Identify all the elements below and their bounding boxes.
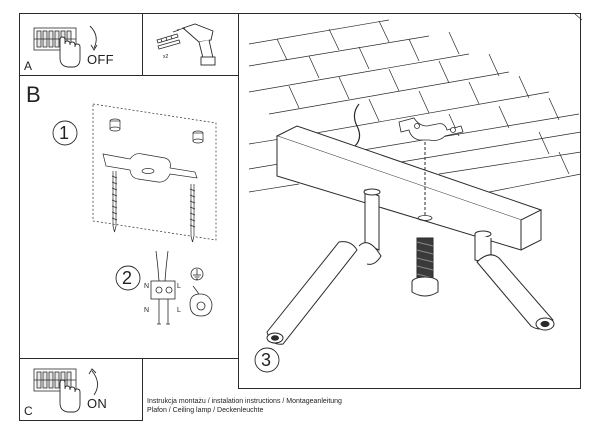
step-3-number: 3	[261, 350, 272, 370]
live-label-bottom: L	[177, 307, 181, 314]
panel-b-letter: B	[26, 82, 41, 107]
ceiling-screw-icon	[417, 215, 433, 221]
bracket-icon	[398, 117, 464, 141]
ground-terminal-icon	[189, 285, 213, 317]
panel-c-letter: C	[24, 404, 33, 418]
ground-icon	[190, 267, 204, 281]
step-1-number: 1	[59, 123, 70, 143]
neutral-label-top: N	[144, 283, 149, 290]
panel-a-letter: A	[24, 59, 33, 73]
hand-icon	[59, 36, 81, 68]
spot-center-icon	[411, 237, 439, 297]
dowel-right-icon	[192, 130, 204, 144]
step-3-circle-icon	[254, 347, 280, 373]
arrow-down-icon	[89, 25, 97, 49]
dowel-left-icon	[109, 118, 121, 132]
power-cable-icon	[353, 103, 361, 147]
wall-anchor-icon	[156, 33, 181, 50]
panel-b-mounting: B	[19, 75, 239, 359]
breaker-on-illustration	[33, 368, 98, 413]
ceiling-lamp-assembly	[248, 13, 583, 373]
arrow-up-icon	[91, 370, 98, 396]
tools-illustration: x2	[156, 23, 216, 66]
mounting-illustration: N L N L	[52, 103, 217, 325]
breaker-off-illustration	[33, 25, 98, 68]
mounting-bracket-icon	[102, 153, 198, 183]
step-2-number: 2	[122, 268, 133, 288]
screw-right-icon	[189, 184, 196, 243]
hand-icon	[59, 379, 81, 413]
neutral-label-bottom: N	[144, 307, 149, 314]
caption-instructions: Instrukcja montażu / instalation instruc…	[147, 398, 342, 405]
switch-on-label: ON	[87, 396, 108, 411]
step-2-circle-icon	[115, 265, 141, 291]
ceiling-tiles	[248, 19, 582, 195]
live-label-top: L	[177, 283, 181, 290]
caption-product: Plafon / Ceiling lamp / Deckenleuchte	[147, 407, 264, 414]
spot-right-icon	[474, 230, 555, 331]
wall-screws	[574, 13, 583, 21]
panel-tools: x2	[142, 13, 239, 76]
wiring-terminal-drawing	[150, 250, 176, 325]
step-1-circle-icon	[52, 120, 78, 146]
panel-c-switch-on: ON C	[19, 358, 143, 421]
screw-left-icon	[111, 171, 118, 233]
panel-3-assembly: 3	[238, 13, 583, 389]
canopy-bar	[275, 125, 543, 251]
panel-a-switch-off: OFF A	[19, 13, 143, 76]
spot-left-icon	[266, 188, 382, 345]
bracket-mount-drawing	[92, 103, 217, 243]
switch-off-label: OFF	[87, 52, 114, 67]
drill-icon	[172, 23, 216, 66]
anchor-count: x2	[163, 54, 169, 60]
